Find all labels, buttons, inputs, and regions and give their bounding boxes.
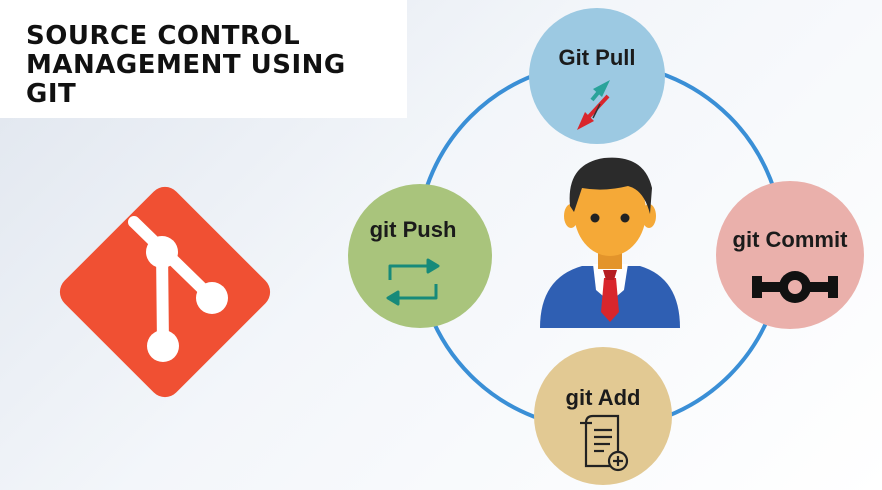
git-pull-node xyxy=(529,8,665,144)
sync-arrows-icon xyxy=(386,258,440,306)
git-commit-node xyxy=(716,181,864,329)
git-add-label: git Add xyxy=(565,385,641,410)
git-pull-label: Git Pull xyxy=(558,45,636,70)
two-way-arrows-icon xyxy=(577,80,610,130)
developer-avatar-icon xyxy=(540,157,680,328)
commit-node-icon xyxy=(752,271,838,303)
git-logo-icon xyxy=(59,186,271,398)
page-title: SOURCE CONTROL MANAGEMENT USING GIT xyxy=(26,21,346,109)
title-box: SOURCE CONTROL MANAGEMENT USING GIT xyxy=(0,0,407,118)
scroll-add-icon xyxy=(580,414,629,472)
git-add-node xyxy=(534,347,672,485)
git-push-label: git Push xyxy=(369,217,457,242)
git-commit-label: git Commit xyxy=(732,227,848,252)
git-push-node xyxy=(348,184,492,328)
